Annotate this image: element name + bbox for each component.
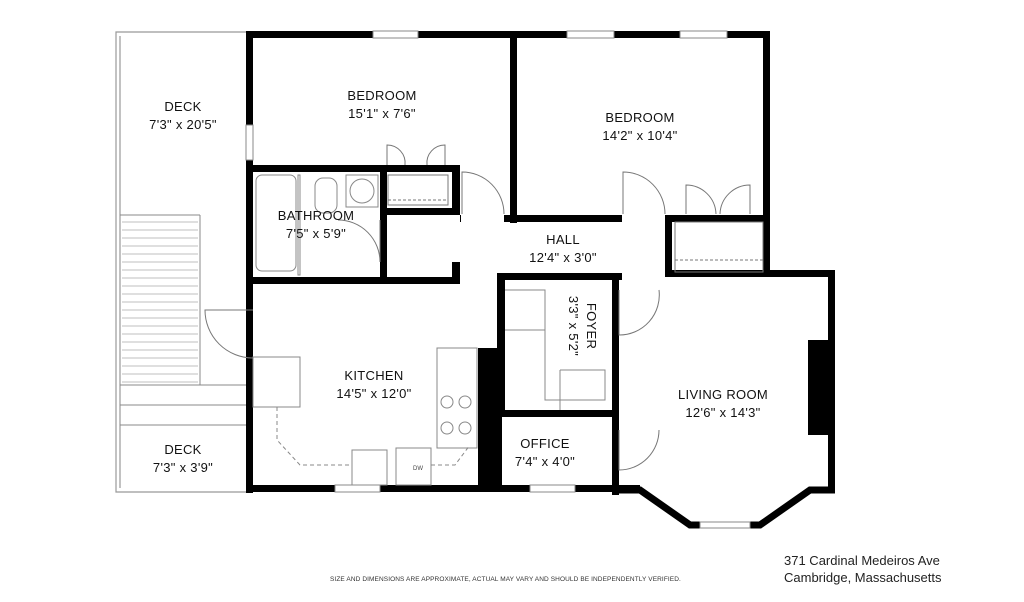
- walls: [246, 31, 835, 495]
- deck-outline: [115, 31, 248, 493]
- address-line-1: 371 Cardinal Medeiros Ave: [784, 553, 940, 568]
- bathroom-fixtures: [255, 174, 379, 276]
- deck-stairs: [120, 214, 246, 426]
- bay-window: [612, 486, 835, 529]
- kitchen-fixtures: [252, 289, 606, 486]
- stove-burner: [458, 421, 472, 435]
- doors: [204, 144, 764, 471]
- address: 371 Cardinal Medeiros Ave Cambridge, Mas…: [784, 552, 942, 586]
- address-line-2: Cambridge, Massachusetts: [784, 570, 942, 585]
- stove-burner: [440, 395, 454, 409]
- disclaimer: SIZE AND DIMENSIONS ARE APPROXIMATE, ACT…: [330, 576, 681, 583]
- stair-treads: [122, 221, 198, 383]
- stove-burner: [440, 421, 454, 435]
- stove-burner: [458, 395, 472, 409]
- dishwasher-label: DW: [413, 466, 423, 472]
